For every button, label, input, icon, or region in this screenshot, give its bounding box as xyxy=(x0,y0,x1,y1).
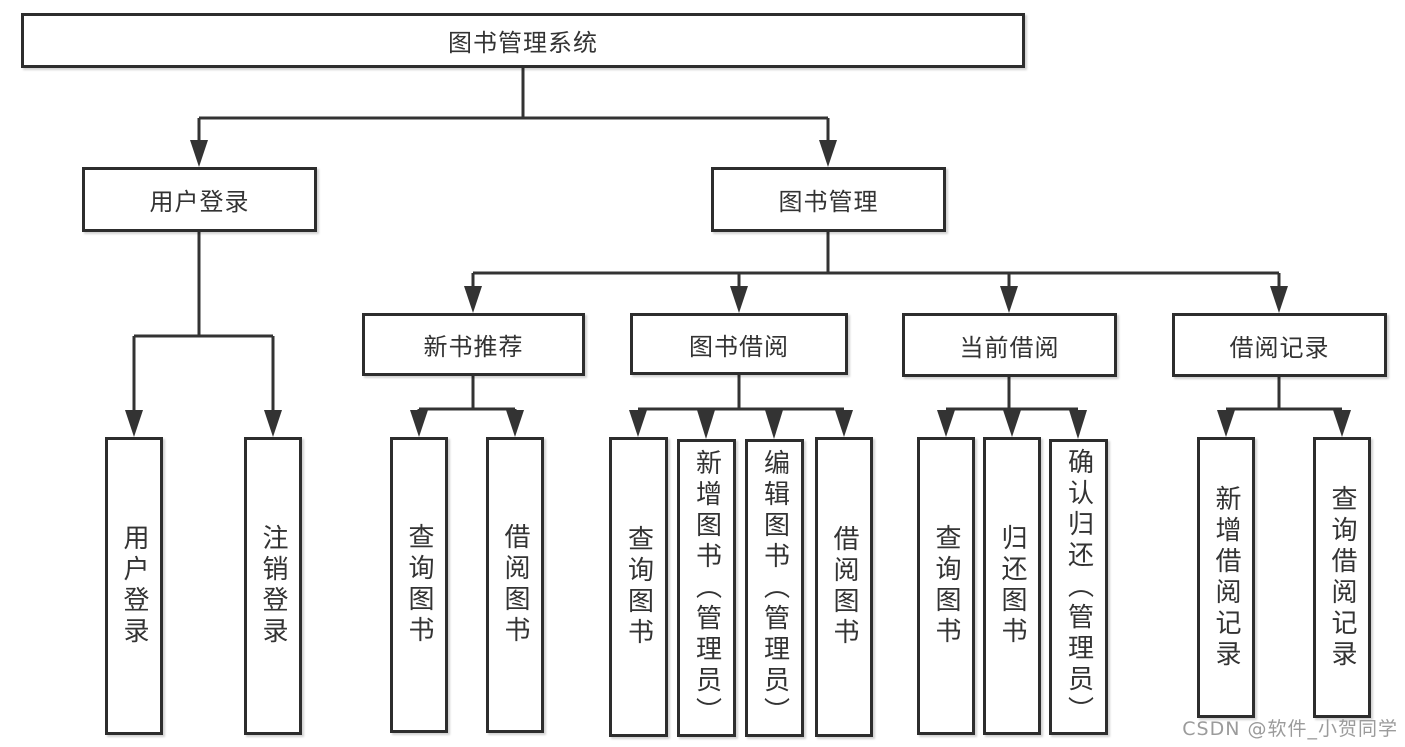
leaf-logout-label: 注销登录 xyxy=(258,524,288,648)
leaf-logout: 注销登录 xyxy=(244,437,302,735)
leaf-add-borrow-record: 新增借阅记录 xyxy=(1197,437,1255,718)
node-book-management-label: 图书管理 xyxy=(778,188,879,216)
leaf-return-books-label: 归还图书 xyxy=(997,524,1027,648)
csdn-watermark: CSDN @软件_小贺同学 xyxy=(1182,718,1398,740)
node-borrow-records-label: 借阅记录 xyxy=(1229,333,1330,362)
leaf-user-login: 用户登录 xyxy=(105,437,163,735)
leaf-current-query-books: 查询图书 xyxy=(917,437,975,735)
leaf-borrowing-query-books: 查询图书 xyxy=(609,437,668,737)
leaf-edit-books-admin: 编辑图书（管理员） xyxy=(745,439,804,737)
leaf-recommend-query-books-label: 查询图书 xyxy=(404,523,434,647)
leaf-edit-books-admin-label: 编辑图书（管理员） xyxy=(759,448,790,728)
leaf-borrowing-borrow-books: 借阅图书 xyxy=(815,437,873,737)
leaf-recommend-borrow-books-label: 借阅图书 xyxy=(500,523,530,647)
leaf-query-borrow-record-label: 查询借阅记录 xyxy=(1327,484,1357,671)
leaf-recommend-borrow-books: 借阅图书 xyxy=(486,437,544,733)
leaf-current-query-books-label: 查询图书 xyxy=(931,524,961,648)
leaf-return-books: 归还图书 xyxy=(983,437,1041,735)
leaf-add-borrow-record-label: 新增借阅记录 xyxy=(1211,484,1241,671)
node-new-book-recommend-label: 新书推荐 xyxy=(423,333,524,361)
leaf-add-books-admin-label: 新增图书（管理员） xyxy=(691,448,722,728)
node-book-borrowing: 图书借阅 xyxy=(630,313,848,375)
leaf-borrowing-borrow-books-label: 借阅图书 xyxy=(829,525,859,649)
leaf-add-books-admin: 新增图书（管理员） xyxy=(677,439,736,737)
leaf-user-login-label: 用户登录 xyxy=(119,524,149,648)
leaf-confirm-return-admin-label: 确认归还（管理员） xyxy=(1063,447,1094,727)
node-user-login-label: 用户登录 xyxy=(149,188,250,216)
leaf-confirm-return-admin: 确认归还（管理员） xyxy=(1049,439,1108,735)
leaf-borrowing-query-books-label: 查询图书 xyxy=(623,525,654,649)
node-library-system: 图书管理系统 xyxy=(21,13,1025,68)
node-book-management: 图书管理 xyxy=(711,167,946,232)
leaf-query-borrow-record: 查询借阅记录 xyxy=(1313,437,1371,718)
node-borrow-records: 借阅记录 xyxy=(1172,313,1387,377)
node-new-book-recommend: 新书推荐 xyxy=(362,313,585,376)
node-current-borrowing-label: 当前借阅 xyxy=(959,333,1060,362)
node-current-borrowing: 当前借阅 xyxy=(902,313,1117,377)
node-library-system-label: 图书管理系统 xyxy=(448,29,598,57)
leaf-recommend-query-books: 查询图书 xyxy=(390,437,448,733)
node-user-login: 用户登录 xyxy=(82,167,317,232)
node-book-borrowing-label: 图书借阅 xyxy=(689,332,789,361)
